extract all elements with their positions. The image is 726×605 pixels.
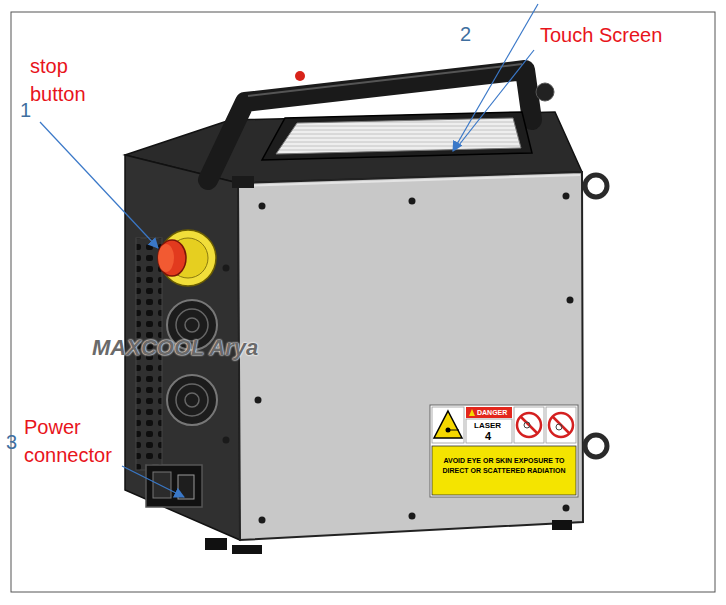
part-name: Touch Screen — [540, 21, 662, 49]
screw — [563, 505, 570, 512]
lifting-ring — [585, 175, 607, 197]
warning-label — [430, 405, 578, 497]
warning-label: DANGER LASER4AVOID EYE OR SKIN EXPOSURE T… — [430, 405, 578, 497]
machine-housing — [240, 175, 580, 186]
warning-label — [521, 417, 538, 434]
warning-label — [448, 430, 459, 431]
warning-label — [517, 413, 541, 437]
machine-housing — [238, 172, 583, 540]
screw — [409, 198, 416, 205]
touch-screen — [262, 112, 532, 160]
lifting-ring — [585, 435, 607, 457]
warning-label — [546, 407, 576, 443]
machine-housing — [125, 112, 583, 540]
warning-label — [553, 417, 570, 434]
screw — [255, 397, 262, 404]
watermark: MAXCOOL Arya — [92, 334, 258, 362]
warning-label — [556, 424, 562, 430]
stop-button — [158, 244, 174, 272]
laser-class-number: 4 — [485, 429, 491, 445]
leader-line — [40, 122, 158, 248]
cooling-fan — [167, 375, 217, 425]
cooling-fan — [185, 318, 199, 332]
carry-handle — [208, 70, 532, 180]
warning-label — [430, 405, 578, 497]
laser-class-text: LASER — [474, 420, 501, 432]
screw — [567, 297, 574, 304]
part-name: Power connector — [24, 413, 134, 469]
carry-handle — [295, 71, 305, 81]
warning-label — [514, 407, 544, 443]
part-name: stop button — [30, 52, 108, 108]
carry-handle — [232, 176, 254, 188]
touch-screen — [276, 118, 521, 154]
screw — [259, 203, 266, 210]
cooling-fan — [185, 393, 199, 407]
warning-label — [524, 422, 530, 428]
machine-foot — [552, 520, 572, 530]
machine-foot — [232, 545, 262, 554]
warning-label — [432, 446, 576, 495]
power-connector — [146, 465, 202, 507]
callout-number: 2 — [460, 20, 471, 48]
machine-foot — [205, 538, 227, 550]
warning-label — [432, 407, 464, 443]
cooling-fan — [167, 300, 217, 425]
screw — [409, 513, 416, 520]
stop-button — [158, 240, 186, 276]
leader-line — [40, 4, 538, 497]
warning-label — [434, 411, 462, 438]
leader-line — [453, 4, 538, 151]
stop-button — [158, 230, 216, 286]
carry-handle — [208, 64, 554, 188]
screw — [223, 265, 230, 272]
warning-label — [466, 407, 512, 418]
power-connector — [153, 472, 171, 498]
warning-heading: DANGER — [477, 408, 507, 418]
callout-number: 1 — [20, 96, 31, 124]
callout-number: 3 — [6, 428, 17, 456]
warning-text: AVOID EYE OR SKIN EXPOSURE TO DIRECT OR … — [433, 456, 575, 476]
picture-frame — [11, 12, 715, 592]
machine-foot — [205, 520, 572, 554]
lifting-ring — [585, 175, 607, 457]
carry-handle — [248, 64, 522, 96]
carry-handle — [536, 83, 554, 101]
picture-frame — [11, 12, 715, 592]
screw — [259, 517, 266, 524]
leader-line — [122, 466, 184, 497]
cooling-fan — [176, 384, 208, 416]
warning-label — [469, 409, 475, 416]
warning-label — [549, 413, 573, 437]
leader-line — [455, 50, 534, 150]
power-connector — [146, 465, 202, 507]
screw — [223, 437, 230, 444]
screw — [563, 193, 570, 200]
touch-screen — [262, 112, 532, 160]
